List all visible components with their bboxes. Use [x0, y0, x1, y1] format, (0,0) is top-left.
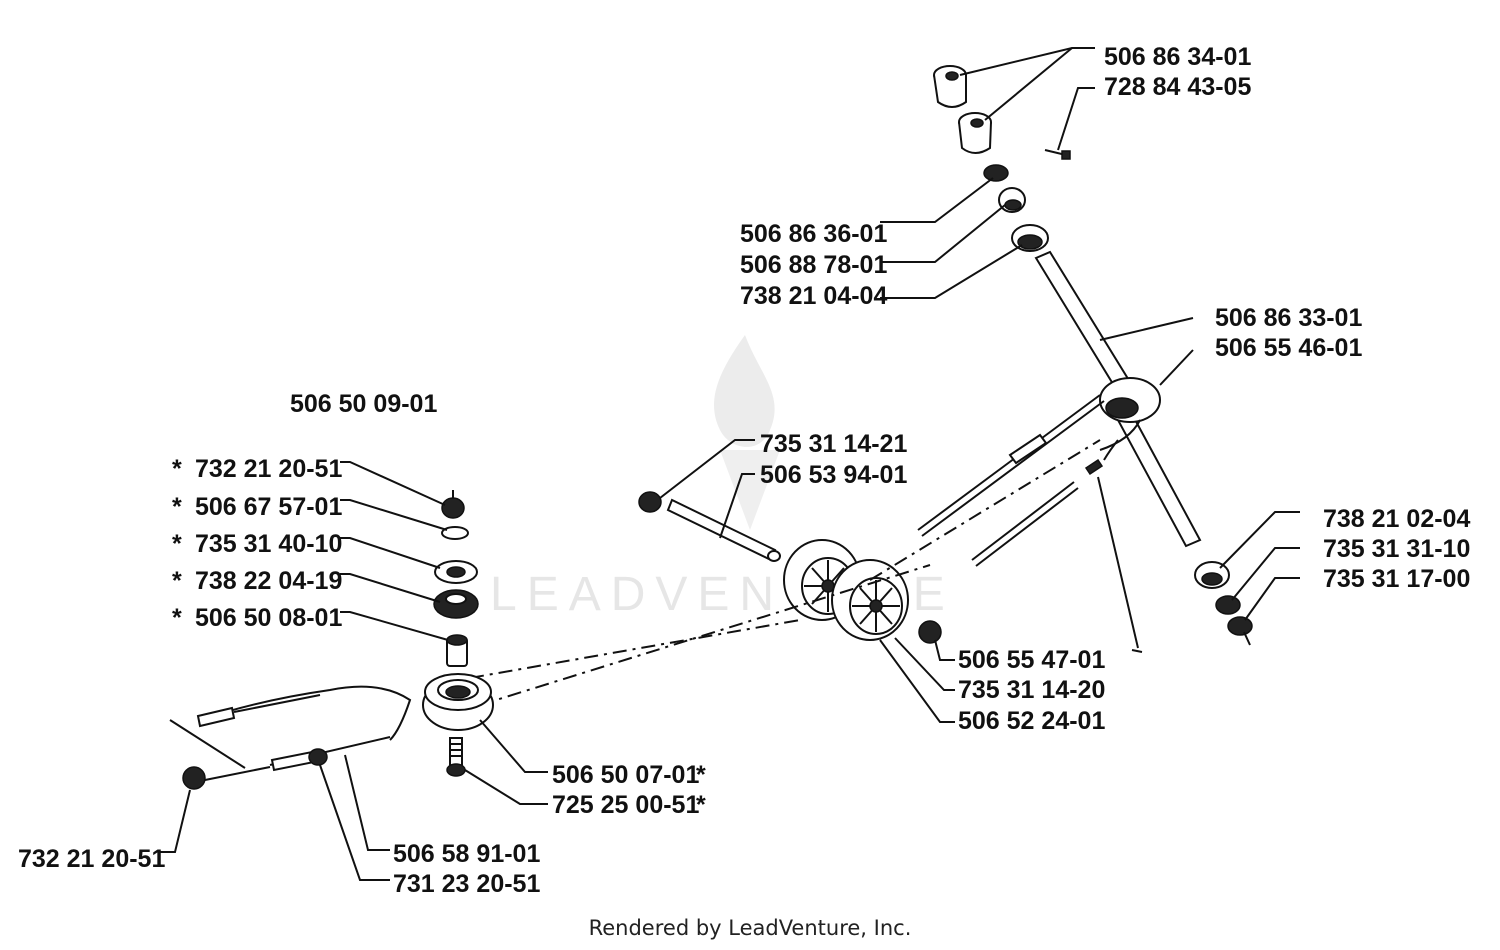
asterisk-2: * — [172, 493, 182, 521]
knob-lower — [958, 112, 992, 154]
axle-group — [638, 491, 942, 644]
label-738-22-04-19: 738 22 04-19 — [195, 567, 342, 595]
leader-lines — [160, 47, 1300, 881]
nut-506-86-36-01 — [983, 164, 1009, 182]
bearing-738-22-04-19 — [433, 589, 479, 619]
centerline-upper — [469, 619, 801, 679]
label-506-53-94-01: 506 53 94-01 — [760, 461, 907, 489]
label-506-86-33-01: 506 86 33-01 — [1215, 304, 1362, 332]
assembly-number: 506 50 09-01 — [290, 390, 437, 418]
tie-rods — [917, 394, 1143, 653]
centerline-pulley-to-wheel — [479, 564, 931, 706]
pulley-506-50-07-01 — [422, 673, 494, 731]
asterisk-4: * — [172, 567, 182, 595]
knob-upper — [933, 65, 967, 108]
axle-506-53-94-01 — [666, 498, 777, 562]
label-735-31-14-20: 735 31 14-20 — [958, 676, 1105, 704]
label-506-55-47-01: 506 55 47-01 — [958, 646, 1105, 674]
spacer-506-50-08-01 — [446, 634, 468, 667]
washer-506-67-57-01 — [441, 526, 469, 540]
label-728-84-43-05: 728 84 43-05 — [1104, 73, 1251, 101]
label-506-52-24-01: 506 52 24-01 — [958, 707, 1105, 735]
wheel-right — [831, 559, 909, 641]
label-506-50-07-01: 506 50 07-01 — [552, 761, 699, 789]
steering-column-group — [933, 65, 1253, 646]
nut-732-21-20-51-lower — [182, 766, 206, 790]
flame-logo-icon — [714, 335, 775, 447]
bearing-738-21-02-04 — [1194, 561, 1230, 589]
label-506-86-34-01: 506 86 34-01 — [1104, 43, 1251, 71]
label-506-86-36-01: 506 86 36-01 — [740, 220, 887, 248]
label-732-21-20-51-bottom: 732 21 20-51 — [18, 845, 165, 873]
label-738-21-02-04: 738 21 02-04 — [1323, 505, 1470, 533]
asterisk-6: * — [696, 761, 706, 789]
label-732-21-20-51-top: 732 21 20-51 — [195, 455, 342, 483]
label-731-23-20-51: 731 23 20-51 — [393, 870, 540, 898]
asterisk-5: * — [172, 604, 182, 632]
nut-735-31-14-21 — [638, 491, 662, 513]
label-506-50-08-01: 506 50 08-01 — [195, 604, 342, 632]
collar-506-55-46-01 — [1099, 377, 1161, 423]
label-735-31-17-00: 735 31 17-00 — [1323, 565, 1470, 593]
nut-732-21-20-51 — [441, 497, 465, 519]
footer-credit: Rendered by LeadVenture, Inc. — [589, 916, 912, 940]
centerline-rod — [869, 439, 1101, 581]
label-735-31-40-10: 735 31 40-10 — [195, 530, 342, 558]
nut-506-55-47-01 — [918, 620, 942, 644]
label-506-55-46-01: 506 55 46-01 — [1215, 334, 1362, 362]
washer-735-31-40-10 — [434, 560, 478, 584]
asterisk-7: * — [696, 791, 706, 819]
bolt-725-25-00-51 — [446, 737, 466, 777]
label-725-25-00-51: 725 25 00-51 — [552, 791, 699, 819]
label-735-31-14-21: 735 31 14-21 — [760, 430, 907, 458]
asterisk-3: * — [172, 530, 182, 558]
label-506-88-78-01: 506 88 78-01 — [740, 251, 887, 279]
label-506-58-91-01: 506 58 91-01 — [393, 840, 540, 868]
pulley-stack — [422, 490, 494, 777]
label-738-21-04-04: 738 21 04-04 — [740, 282, 887, 310]
lower-cables — [169, 685, 412, 790]
nut-735-31-17-00 — [1227, 616, 1253, 636]
washer-735-31-31-10 — [1215, 595, 1241, 615]
part-labels: 506 86 34-01 728 84 43-05 506 86 36-01 5… — [18, 43, 1470, 898]
flame-logo-icon-lower — [720, 450, 780, 530]
asterisk-1: * — [172, 455, 182, 483]
label-735-31-31-10: 735 31 31-10 — [1323, 535, 1470, 563]
label-506-67-57-01: 506 67 57-01 — [195, 493, 342, 521]
